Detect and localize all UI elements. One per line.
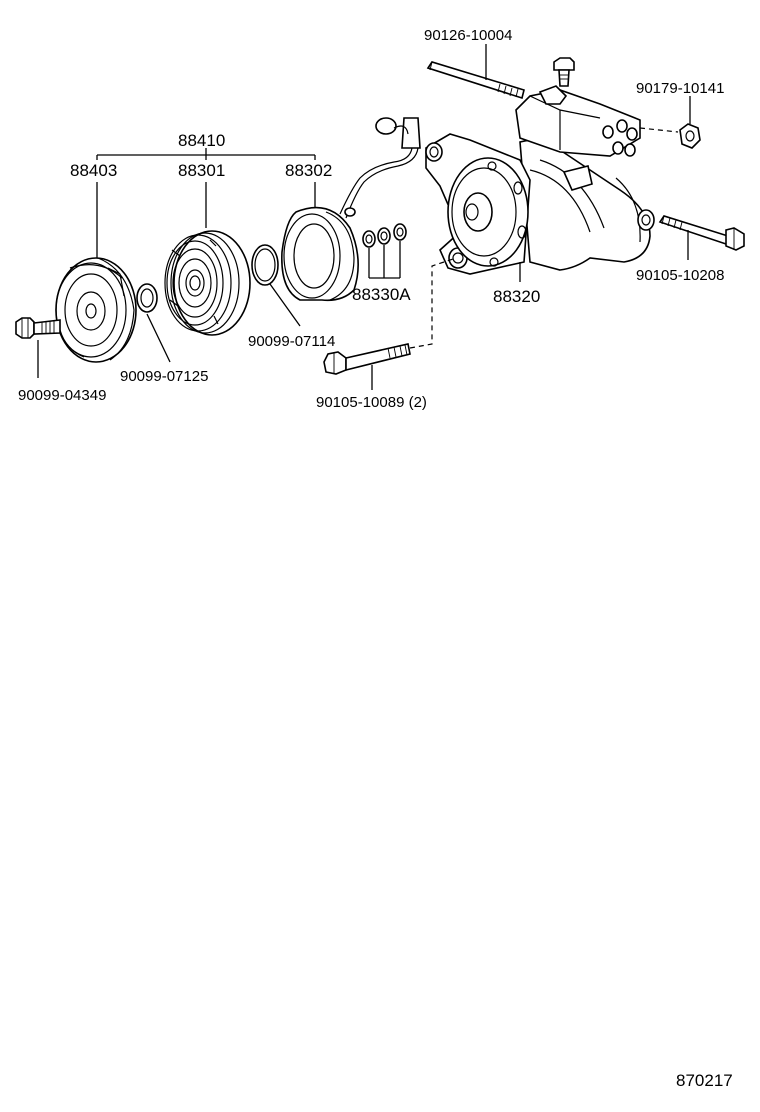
snap-ring bbox=[251, 244, 279, 286]
nut bbox=[679, 123, 701, 149]
stator-coil bbox=[281, 206, 359, 302]
label-90099-07114: 90099-07114 bbox=[248, 333, 335, 350]
label-88403: 88403 bbox=[70, 161, 117, 180]
pressure-plate bbox=[55, 257, 137, 363]
label-88301: 88301 bbox=[178, 161, 225, 180]
stud-bolt bbox=[426, 61, 525, 100]
label-90179-10141: 90179-10141 bbox=[636, 80, 724, 97]
diagram-number: 870217 bbox=[676, 1071, 733, 1090]
long-bolt bbox=[658, 215, 745, 251]
label-88302: 88302 bbox=[285, 161, 332, 180]
shims-bracket bbox=[368, 241, 401, 279]
leader-90099-07125 bbox=[146, 313, 171, 363]
center-bolt bbox=[15, 317, 61, 339]
shims bbox=[362, 223, 407, 248]
label-90126-10004: 90126-10004 bbox=[424, 27, 512, 44]
top-bolt bbox=[553, 57, 575, 87]
assembly-bracket bbox=[96, 148, 316, 160]
nut-dashed-guide bbox=[639, 127, 679, 133]
label-88410: 88410 bbox=[178, 131, 225, 150]
label-90099-04349: 90099-04349 bbox=[18, 387, 106, 404]
label-88330a: 88330A bbox=[352, 285, 411, 304]
leader-90099-07114 bbox=[269, 283, 301, 327]
label-88320: 88320 bbox=[493, 287, 540, 306]
label-90105-10089: 90105-10089 (2) bbox=[316, 394, 427, 411]
stator-wire bbox=[339, 117, 421, 219]
mount-bolt bbox=[323, 343, 411, 375]
label-90099-07125: 90099-07125 bbox=[120, 368, 208, 385]
shim-washer bbox=[136, 283, 158, 313]
mount-bolt-dashed-guide bbox=[409, 257, 457, 349]
compressor bbox=[425, 85, 655, 275]
pulley bbox=[164, 230, 251, 336]
label-90105-10208: 90105-10208 bbox=[636, 267, 724, 284]
